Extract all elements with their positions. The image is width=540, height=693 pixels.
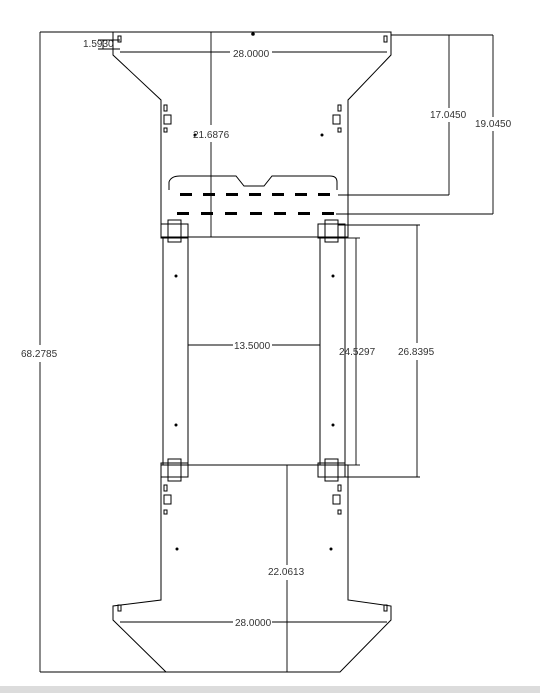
lower-plate-outline — [112, 464, 392, 673]
dim-lower-frame-height: 22.0613 — [268, 567, 305, 578]
dim-overall-height: 68.2785 — [21, 349, 58, 360]
dim-top-width: 28.0000 — [233, 49, 270, 60]
dim-bottom-width: 28.0000 — [235, 618, 272, 629]
dim-rail-outer-height: 26.8395 — [398, 347, 435, 358]
dim-upper-frame-height: 17.0450 — [430, 110, 467, 121]
rail-clamps — [160, 219, 346, 482]
dim-top-offset: 1.5930 — [83, 39, 114, 50]
plate-features — [117, 35, 388, 612]
dim-rail-inner-height: 24.5297 — [339, 347, 376, 358]
dimension-labels: 1.5930 28.0000 17.0450 19.0450 21.6876 1… — [21, 39, 512, 629]
upper-plate-outline — [112, 31, 392, 238]
dim-center-to-frame: 21.6876 — [193, 130, 230, 141]
window-bottom-bar — [0, 686, 540, 693]
bracket-handle — [168, 175, 338, 190]
slot-pattern — [174, 32, 335, 551]
dim-rail-spacing: 13.5000 — [234, 341, 271, 352]
dim-upper-slot-height: 19.0450 — [475, 119, 512, 130]
left-rail — [162, 236, 189, 466]
dimension-lines — [39, 31, 494, 673]
